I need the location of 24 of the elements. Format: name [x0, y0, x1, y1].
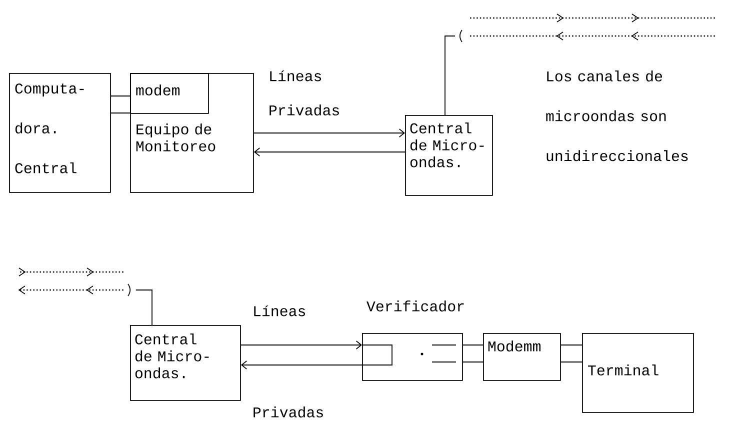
connector-line [560, 344, 582, 346]
microwave-link-drawing [460, 14, 715, 42]
arrow [253, 128, 405, 138]
arrow [254, 148, 406, 156]
note-text: Los canales de microondas son unidireccionales [546, 70, 688, 162]
verifier-box: Verificador [362, 300, 464, 381]
connector-line [444, 36, 456, 116]
terminal-box: Terminal [582, 333, 694, 413]
microwave-station-box: Central de Micro- ondas. [405, 115, 493, 196]
arrow [240, 340, 362, 350]
node-label: Verificador [366, 300, 464, 312]
microwave-station-box: Central de Micro- ondas. [130, 325, 241, 401]
modem-box: Modemm [483, 333, 561, 381]
line-label: Líneas [254, 305, 306, 316]
computer-box: Computa- dora. Central [9, 73, 111, 193]
arrow [240, 360, 362, 370]
line-label: Privadas [270, 104, 339, 116]
line-label: Líneas [270, 70, 322, 82]
modem-box: modem [130, 73, 209, 114]
line-label: Privadas [254, 406, 323, 418]
connector-line [462, 344, 484, 346]
connector-line [135, 290, 152, 326]
connector-line [110, 112, 130, 114]
microwave-link-drawing [18, 268, 130, 296]
